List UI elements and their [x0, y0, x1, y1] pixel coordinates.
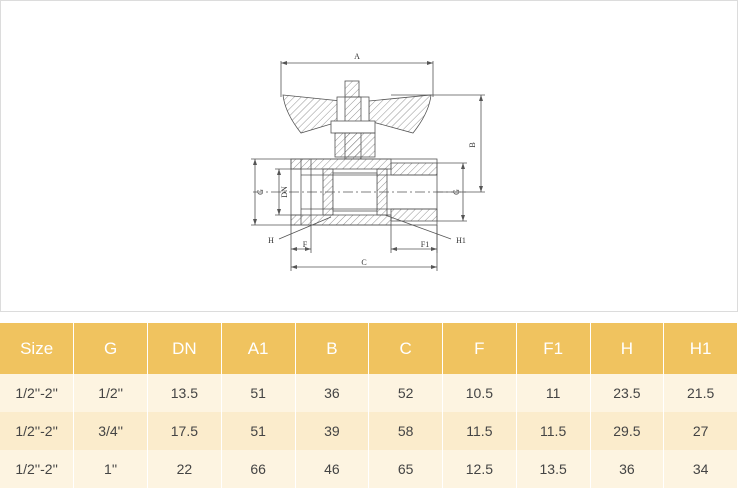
- table-cell: 39: [295, 412, 370, 450]
- dim-label-g-left: G: [256, 189, 265, 195]
- dim-label-a: A: [354, 52, 360, 61]
- col-header-f: F: [442, 323, 517, 374]
- table-cell: 11.5: [516, 412, 591, 450]
- table-row: 1/2''-2'' 1/2'' 13.5 51 36 52 10.5 11 23…: [0, 374, 738, 412]
- col-header-size: Size: [0, 323, 75, 374]
- table-cell: 36: [295, 374, 370, 412]
- table-cell: 11: [516, 374, 591, 412]
- leader-h1: [384, 214, 452, 240]
- table-cell: 29.5: [590, 412, 665, 450]
- dim-label-h1: H1: [456, 236, 466, 245]
- table-cell: 34: [663, 450, 738, 488]
- col-header-f1: F1: [516, 323, 591, 374]
- dim-label-dn: DN: [280, 186, 289, 198]
- table-row: 1/2''-2'' 3/4'' 17.5 51 39 58 11.5 11.5 …: [0, 412, 738, 450]
- table-cell: 51: [221, 374, 296, 412]
- table-cell: 65: [368, 450, 443, 488]
- table-cell: 22: [147, 450, 222, 488]
- table-cell: 1/2''-2'': [0, 412, 75, 450]
- table-cell: 1'': [73, 450, 148, 488]
- table-cell: 11.5: [442, 412, 517, 450]
- table-cell: 17.5: [147, 412, 222, 450]
- table-cell: 13.5: [516, 450, 591, 488]
- body-bottom-wall: [290, 214, 392, 226]
- dim-label-b: B: [468, 142, 477, 147]
- dim-label-h: H: [268, 236, 274, 245]
- table-cell: 58: [368, 412, 443, 450]
- col-header-g: G: [73, 323, 148, 374]
- dimension-table: Size G DN A1 B C F F1 H H1 1/2''-2'' 1/2…: [0, 323, 738, 488]
- table-cell: 52: [368, 374, 443, 412]
- table-header-row: Size G DN A1 B C F F1 H H1: [0, 323, 738, 374]
- dim-label-g-right: G: [452, 189, 461, 195]
- table-cell: 3/4'': [73, 412, 148, 450]
- end-connector-top: [390, 162, 438, 176]
- table-cell: 12.5: [442, 450, 517, 488]
- table-cell: 21.5: [663, 374, 738, 412]
- handle-nut: [344, 80, 360, 100]
- col-header-h: H: [590, 323, 665, 374]
- dim-label-f: F: [303, 240, 308, 249]
- table-cell: 23.5: [590, 374, 665, 412]
- leader-h: [278, 216, 332, 240]
- col-header-a1: A1: [221, 323, 296, 374]
- table-cell: 10.5: [442, 374, 517, 412]
- table-cell: 1/2'': [73, 374, 148, 412]
- table-cell: 1/2''-2'': [0, 374, 75, 412]
- technical-drawing-panel: A B G DN G H F F1 H1 C: [0, 0, 738, 312]
- table-cell: 66: [221, 450, 296, 488]
- handle-right-wing: [368, 94, 432, 134]
- table-cell: 27: [663, 412, 738, 450]
- dim-label-f1: F1: [421, 240, 429, 249]
- dim-label-c: C: [361, 258, 366, 267]
- col-header-dn: DN: [147, 323, 222, 374]
- table-cell: 36: [590, 450, 665, 488]
- table-cell: 46: [295, 450, 370, 488]
- ball-valve-drawing: A B G DN G H F F1 H1 C: [251, 52, 485, 271]
- table-cell: 13.5: [147, 374, 222, 412]
- table-cell: 51: [221, 412, 296, 450]
- col-header-h1: H1: [663, 323, 738, 374]
- table-cell: 1/2''-2'': [0, 450, 75, 488]
- body-top-wall: [290, 158, 392, 170]
- bonnet: [334, 132, 376, 158]
- col-header-c: C: [368, 323, 443, 374]
- packing-nut: [330, 120, 376, 134]
- col-header-b: B: [295, 323, 370, 374]
- end-connector-bottom: [390, 208, 438, 222]
- table-row: 1/2''-2'' 1'' 22 66 46 65 12.5 13.5 36 3…: [0, 450, 738, 488]
